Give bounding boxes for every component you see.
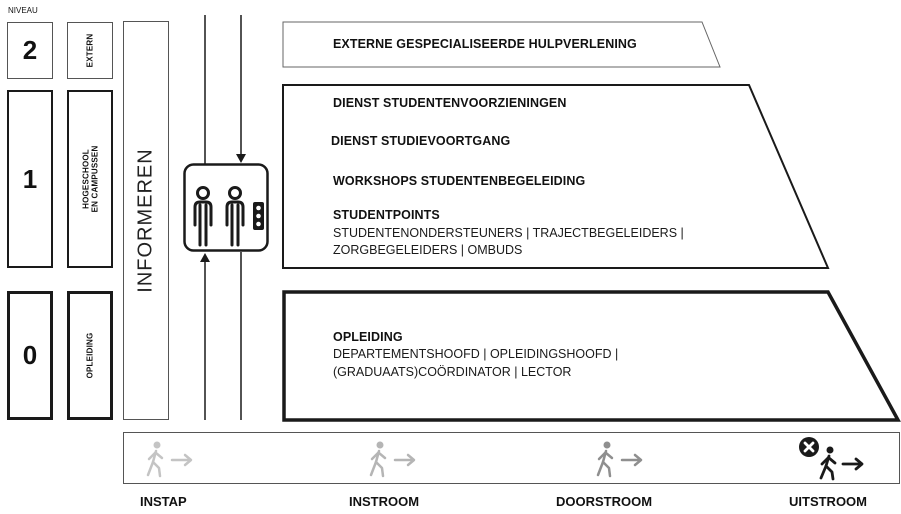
opleiding-title: OPLEIDING	[333, 330, 403, 344]
level-0-label-box: OPLEIDING	[67, 291, 113, 420]
elevator-button-dot-1	[256, 205, 261, 211]
hogeschool-item-1: DIENST STUDENTENVOORZIENINGEN	[333, 96, 567, 110]
elevator-button-dot-3	[256, 221, 261, 227]
hogeschool-block-shape	[282, 84, 830, 269]
level-2-number: 2	[7, 22, 53, 79]
hogeschool-item-4-title: STUDENTPOINTS	[333, 208, 440, 222]
stage-bar	[123, 432, 900, 484]
level-1-label-line1: HOGESCHOOL	[81, 149, 91, 209]
person-icon-2	[225, 186, 245, 247]
level-2-label-box: EXTERN	[67, 22, 113, 79]
opleiding-line2: (GRADUAATS)COÖRDINATOR | LECTOR	[333, 365, 572, 379]
niveau-label: NIVEAU	[8, 6, 38, 15]
walker-instroom-icon	[369, 441, 416, 478]
level-0-number: 0	[7, 291, 53, 420]
informeren-label: INFORMEREN	[134, 148, 157, 293]
stage-doorstroom: DOORSTROOM	[556, 494, 653, 509]
walker-doorstroom-icon	[596, 441, 643, 478]
level-1-label-line2: EN CAMPUSSEN	[90, 145, 100, 213]
stage-instap: INSTAP	[140, 494, 187, 509]
elevator-graphic	[183, 15, 269, 420]
opleiding-block-shape	[282, 290, 901, 422]
arrow-down-icon	[236, 154, 246, 163]
walker-uitstroom-icon	[799, 437, 864, 481]
hogeschool-item-2: DIENST STUDIEVOORTGANG	[331, 134, 511, 148]
level-0-label: OPLEIDING	[85, 332, 95, 379]
hogeschool-item-3: WORKSHOPS STUDENTENBEGELEIDING	[333, 174, 586, 188]
arrow-up-icon	[200, 253, 210, 262]
extern-block-shape	[282, 21, 721, 68]
person-icon	[193, 186, 213, 247]
hogeschool-item-4-line1: STUDENTENONDERSTEUNERS | TRAJECTBEGELEID…	[333, 226, 684, 240]
opleiding-line1: DEPARTEMENTSHOOFD | OPLEIDINGSHOOFD |	[333, 347, 619, 361]
stage-instroom: INSTROOM	[349, 494, 420, 509]
stage-uitstroom: UITSTROOM	[789, 494, 867, 509]
level-1-number: 1	[7, 90, 53, 268]
walker-instap-icon	[146, 441, 193, 478]
informeren-column: INFORMEREN	[123, 21, 169, 420]
level-1-label: HOGESCHOOL EN CAMPUSSEN	[81, 146, 99, 213]
hogeschool-item-4-line2: ZORGBEGELEIDERS | OMBUDS	[333, 243, 523, 257]
elevator-button-dot-2	[256, 213, 261, 219]
extern-block-title: EXTERNE GESPECIALISEERDE HULPVERLENING	[333, 37, 637, 51]
level-1-label-box: HOGESCHOOL EN CAMPUSSEN	[67, 90, 113, 268]
level-2-label: EXTERN	[85, 33, 95, 68]
